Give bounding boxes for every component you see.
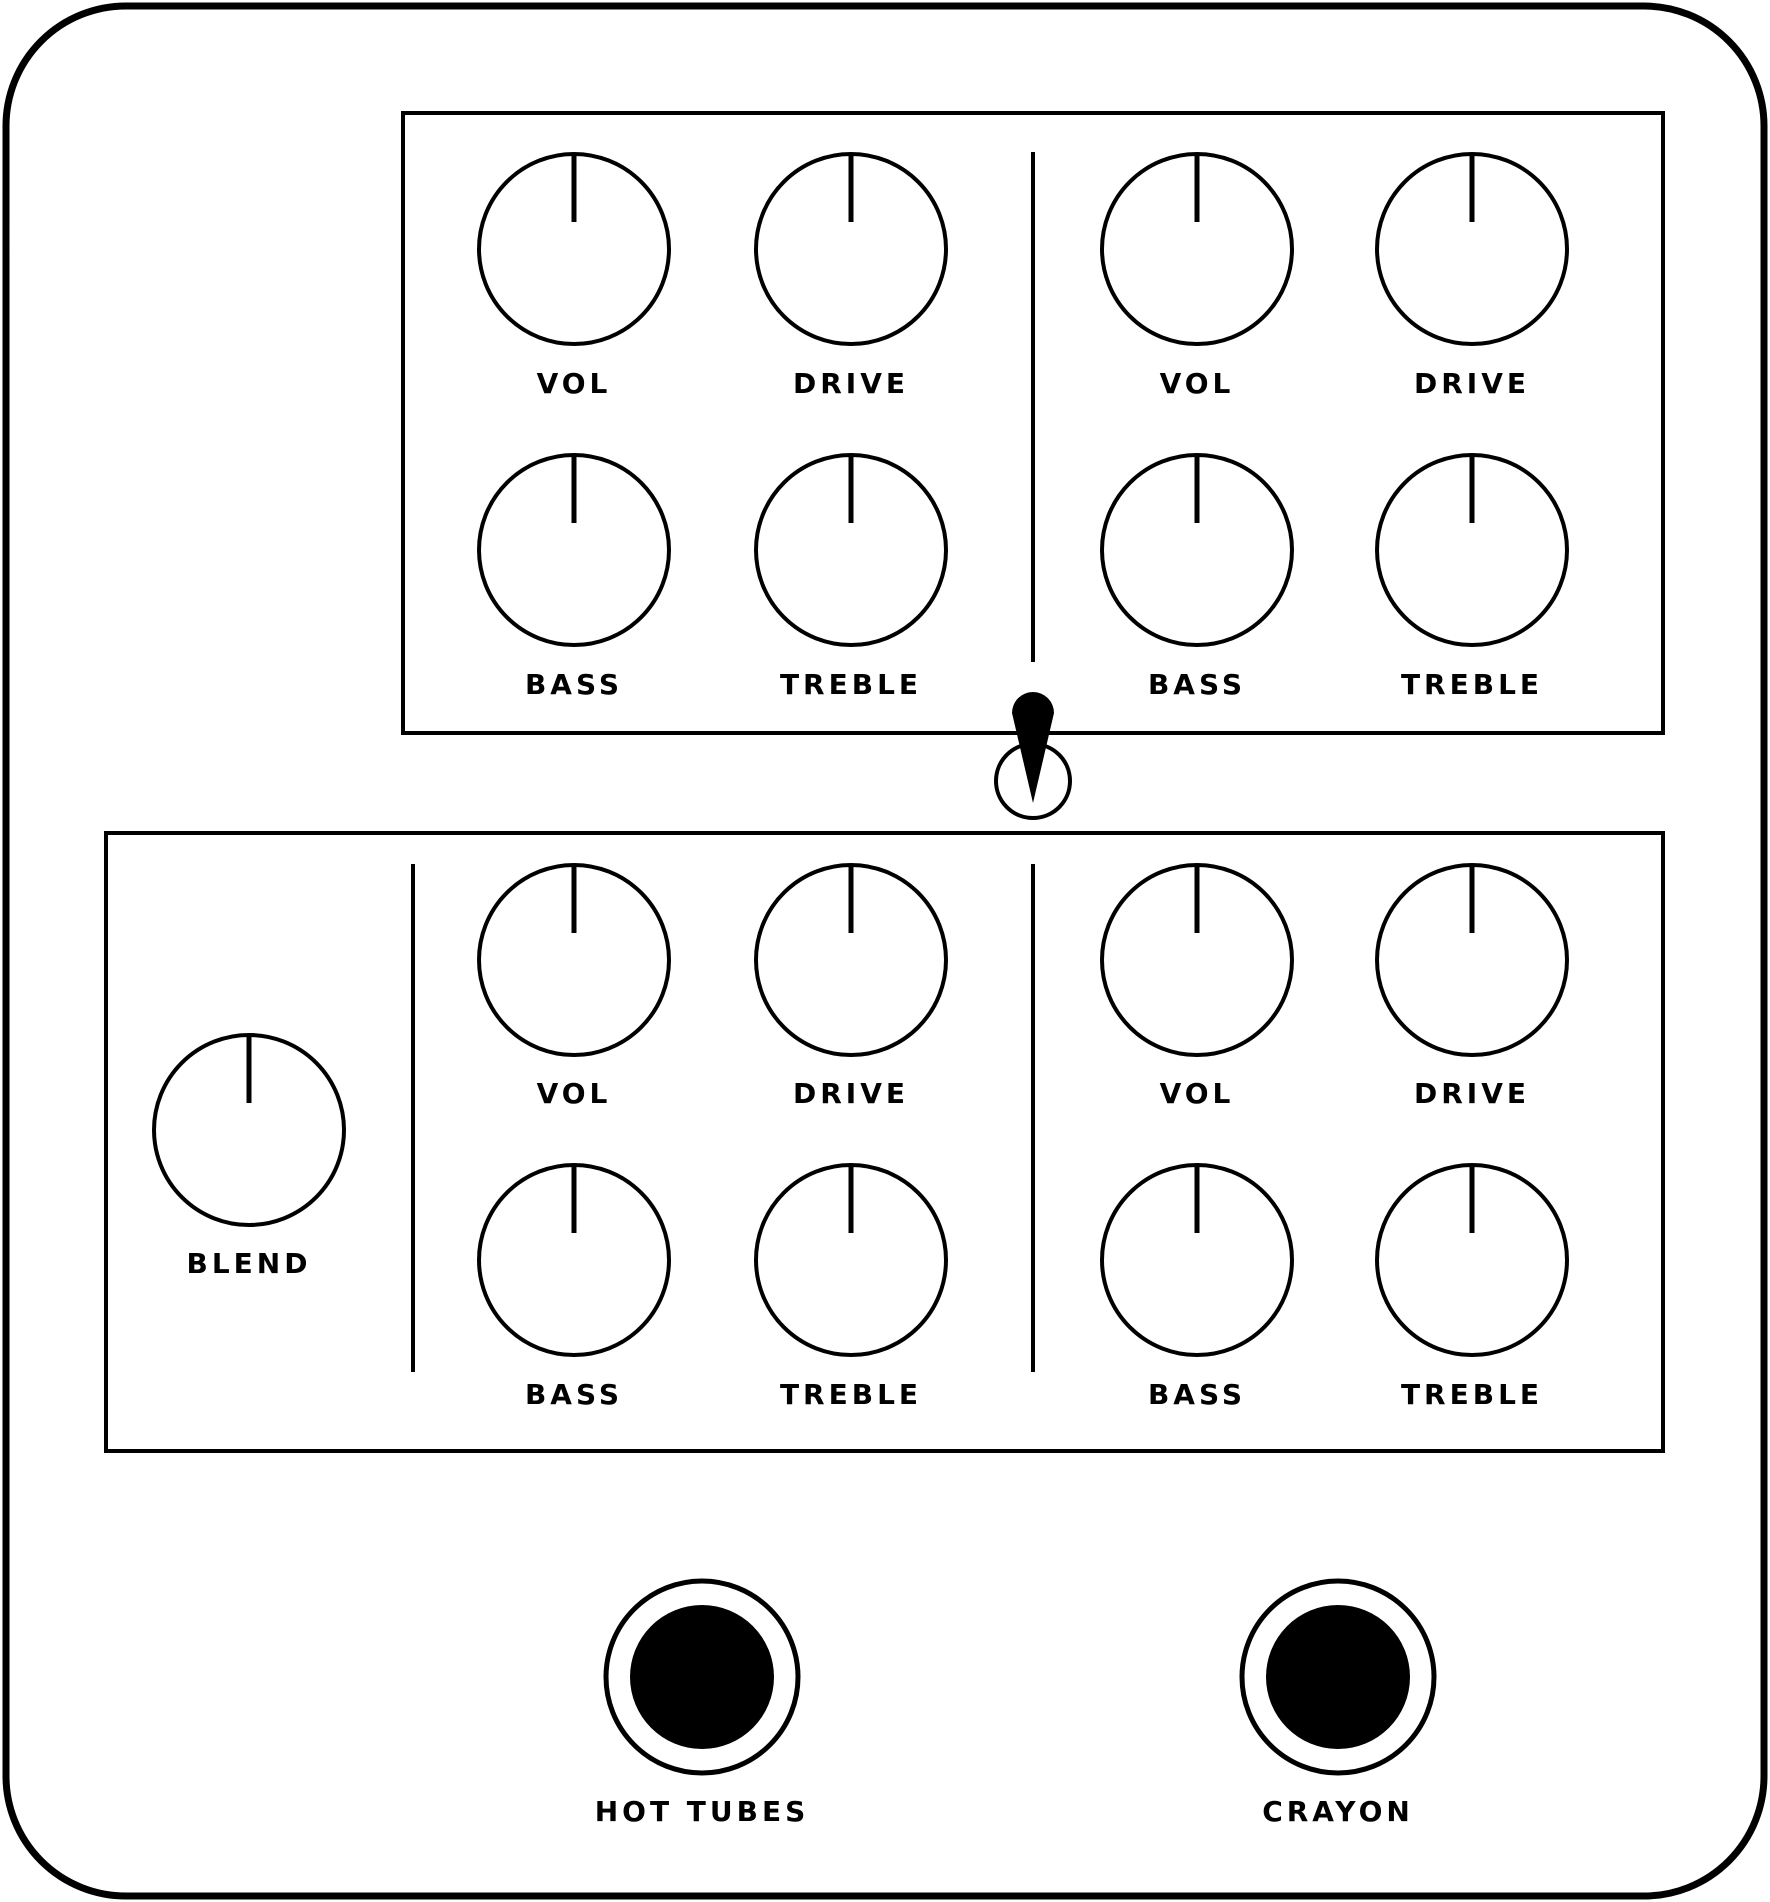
bottom-left-bass-knob[interactable]: [477, 1163, 671, 1357]
toggle-lever: [1012, 692, 1054, 803]
bottom-left-bass-label: BASS: [525, 1378, 623, 1411]
top-left-treble-label: TREBLE: [780, 668, 922, 701]
bottom-left-vol-knob[interactable]: [477, 863, 671, 1057]
bottom-right-drive-knob[interactable]: [1375, 863, 1569, 1057]
top-right-drive-knob[interactable]: [1375, 152, 1569, 346]
top-left-drive-knob[interactable]: [754, 152, 948, 346]
top-right-treble-label: TREBLE: [1401, 668, 1543, 701]
hot-tubes-footswitch[interactable]: [603, 1578, 801, 1776]
top-right-vol-label: VOL: [1160, 367, 1235, 400]
bottom-right-bass-knob[interactable]: [1100, 1163, 1294, 1357]
top-right-drive-label: DRIVE: [1414, 367, 1530, 400]
bottom-left-vol-label: VOL: [537, 1077, 612, 1110]
blend-label: BLEND: [187, 1247, 312, 1280]
top-left-vol-label: VOL: [537, 367, 612, 400]
bottom-left-treble-knob[interactable]: [754, 1163, 948, 1357]
blend-knob[interactable]: [152, 1033, 346, 1227]
top-left-bass-label: BASS: [525, 668, 623, 701]
bottom-left-drive-knob[interactable]: [754, 863, 948, 1057]
bottom-right-treble-label: TREBLE: [1401, 1378, 1543, 1411]
crayon-label: CRAYON: [1262, 1795, 1414, 1828]
top-right-treble-knob[interactable]: [1375, 453, 1569, 647]
footswitch-cap: [630, 1605, 774, 1749]
toggle-switch[interactable]: [994, 692, 1072, 820]
top-left-drive-label: DRIVE: [793, 367, 909, 400]
hot-tubes-label: HOT TUBES: [595, 1795, 810, 1828]
bottom-right-vol-knob[interactable]: [1100, 863, 1294, 1057]
bottom-right-drive-label: DRIVE: [1414, 1077, 1530, 1110]
top-right-vol-knob[interactable]: [1100, 152, 1294, 346]
top-right-bass-label: BASS: [1148, 668, 1246, 701]
top-left-treble-knob[interactable]: [754, 453, 948, 647]
top-left-bass-knob[interactable]: [477, 453, 671, 647]
bottom-right-vol-label: VOL: [1160, 1077, 1235, 1110]
bottom-control-panel: [104, 831, 1665, 1453]
footswitch-cap: [1266, 1605, 1410, 1749]
top-left-vol-knob[interactable]: [477, 152, 671, 346]
bottom-right-treble-knob[interactable]: [1375, 1163, 1569, 1357]
bottom-left-treble-label: TREBLE: [780, 1378, 922, 1411]
bottom-right-bass-label: BASS: [1148, 1378, 1246, 1411]
top-right-bass-knob[interactable]: [1100, 453, 1294, 647]
bottom-left-drive-label: DRIVE: [793, 1077, 909, 1110]
crayon-footswitch[interactable]: [1239, 1578, 1437, 1776]
